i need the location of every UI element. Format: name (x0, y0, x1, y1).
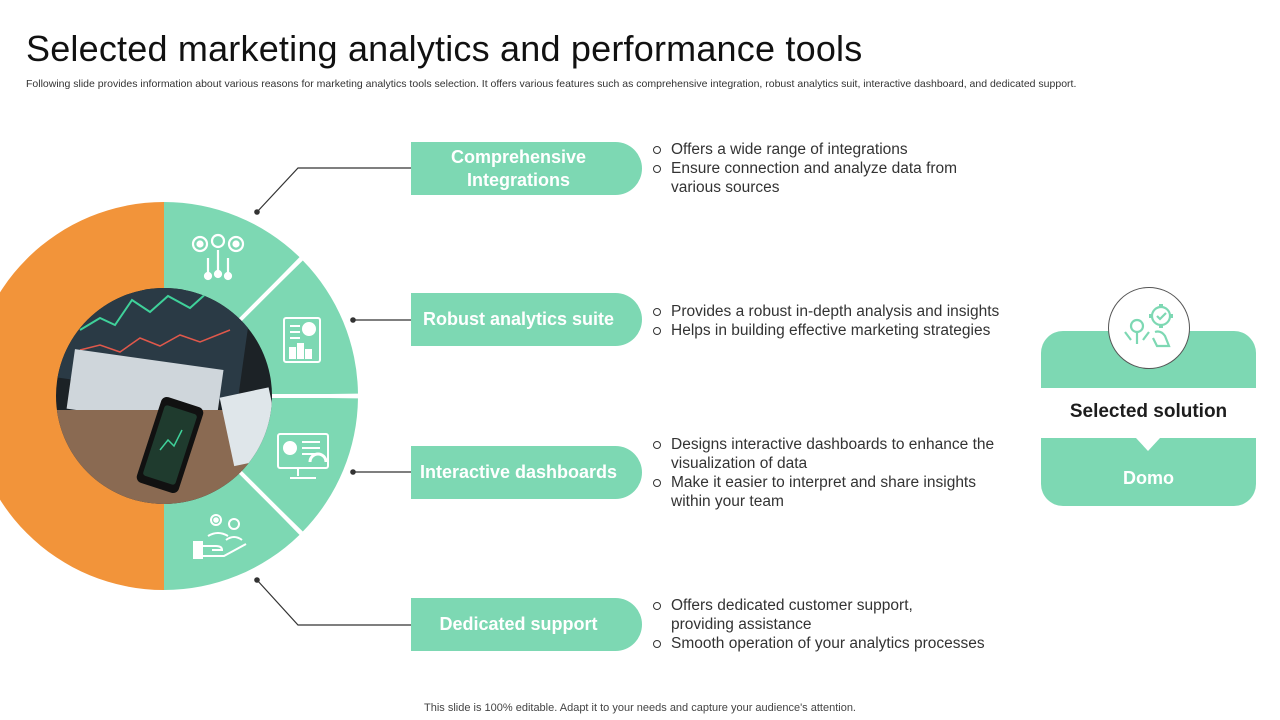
feature-pill-dedicated-support: Dedicated support (411, 598, 642, 651)
connector-dot (254, 577, 260, 583)
solution-icon-circle (1108, 287, 1190, 369)
connector-dot (254, 209, 260, 215)
bullet-item: Smooth operation of your analytics proce… (652, 634, 1032, 653)
page-subtitle: Following slide provides information abo… (26, 78, 1077, 90)
feature-pill-robust-analytics-suite: Robust analytics suite (411, 293, 642, 346)
dashboard-monitor-icon (277, 433, 329, 479)
feature-pill-interactive-dashboards: Interactive dashboards (411, 446, 642, 499)
footer-note: This slide is 100% editable. Adapt it to… (424, 702, 856, 714)
analytics-report-icon (283, 317, 321, 363)
support-hand-icon (193, 514, 247, 559)
wheel-segment (164, 202, 300, 320)
bullet-item: Designs interactive dashboards to enhanc… (652, 435, 1007, 473)
bullet-item: Make it easier to interpret and share in… (652, 473, 997, 511)
solution-heading: Selected solution (1069, 401, 1228, 422)
connector-dot (350, 469, 356, 475)
segment-divider (236, 255, 305, 324)
bullets-dedicated-support: Offers dedicated customer support, provi… (652, 596, 1032, 653)
connector-dot (350, 317, 356, 323)
gear-check-hand-icon (1124, 304, 1173, 348)
bullets-interactive-dashboards: Designs interactive dashboards to enhanc… (652, 435, 1032, 511)
page-title: Selected marketing analytics and perform… (26, 28, 863, 69)
orange-half-ring (0, 202, 164, 590)
bullet-item: Offers a wide range of integrations (652, 140, 1032, 159)
wheel-segments (164, 202, 360, 590)
center-photo (56, 288, 272, 504)
wheel-segment (240, 397, 358, 532)
segment-divider (236, 468, 305, 537)
gears-network-icon (191, 233, 245, 281)
bullets-comprehensive-integrations: Offers a wide range of integrations Ensu… (652, 140, 1032, 197)
bullet-item: Provides a robust in-depth analysis and … (652, 302, 1032, 321)
bullet-item: Offers dedicated customer support, provi… (652, 596, 937, 634)
bullets-robust-analytics-suite: Provides a robust in-depth analysis and … (652, 302, 1032, 340)
connector-lines (256, 167, 411, 626)
solution-notch (1136, 438, 1160, 451)
wheel-segment (240, 260, 358, 395)
wheel-segment (164, 472, 300, 590)
solution-value: Domo (1041, 438, 1256, 506)
feature-pill-comprehensive-integrations: Comprehensive Integrations (411, 142, 642, 195)
bullet-item: Ensure connection and analyze data from … (652, 159, 982, 197)
bullet-item: Helps in building effective marketing st… (652, 321, 1032, 340)
